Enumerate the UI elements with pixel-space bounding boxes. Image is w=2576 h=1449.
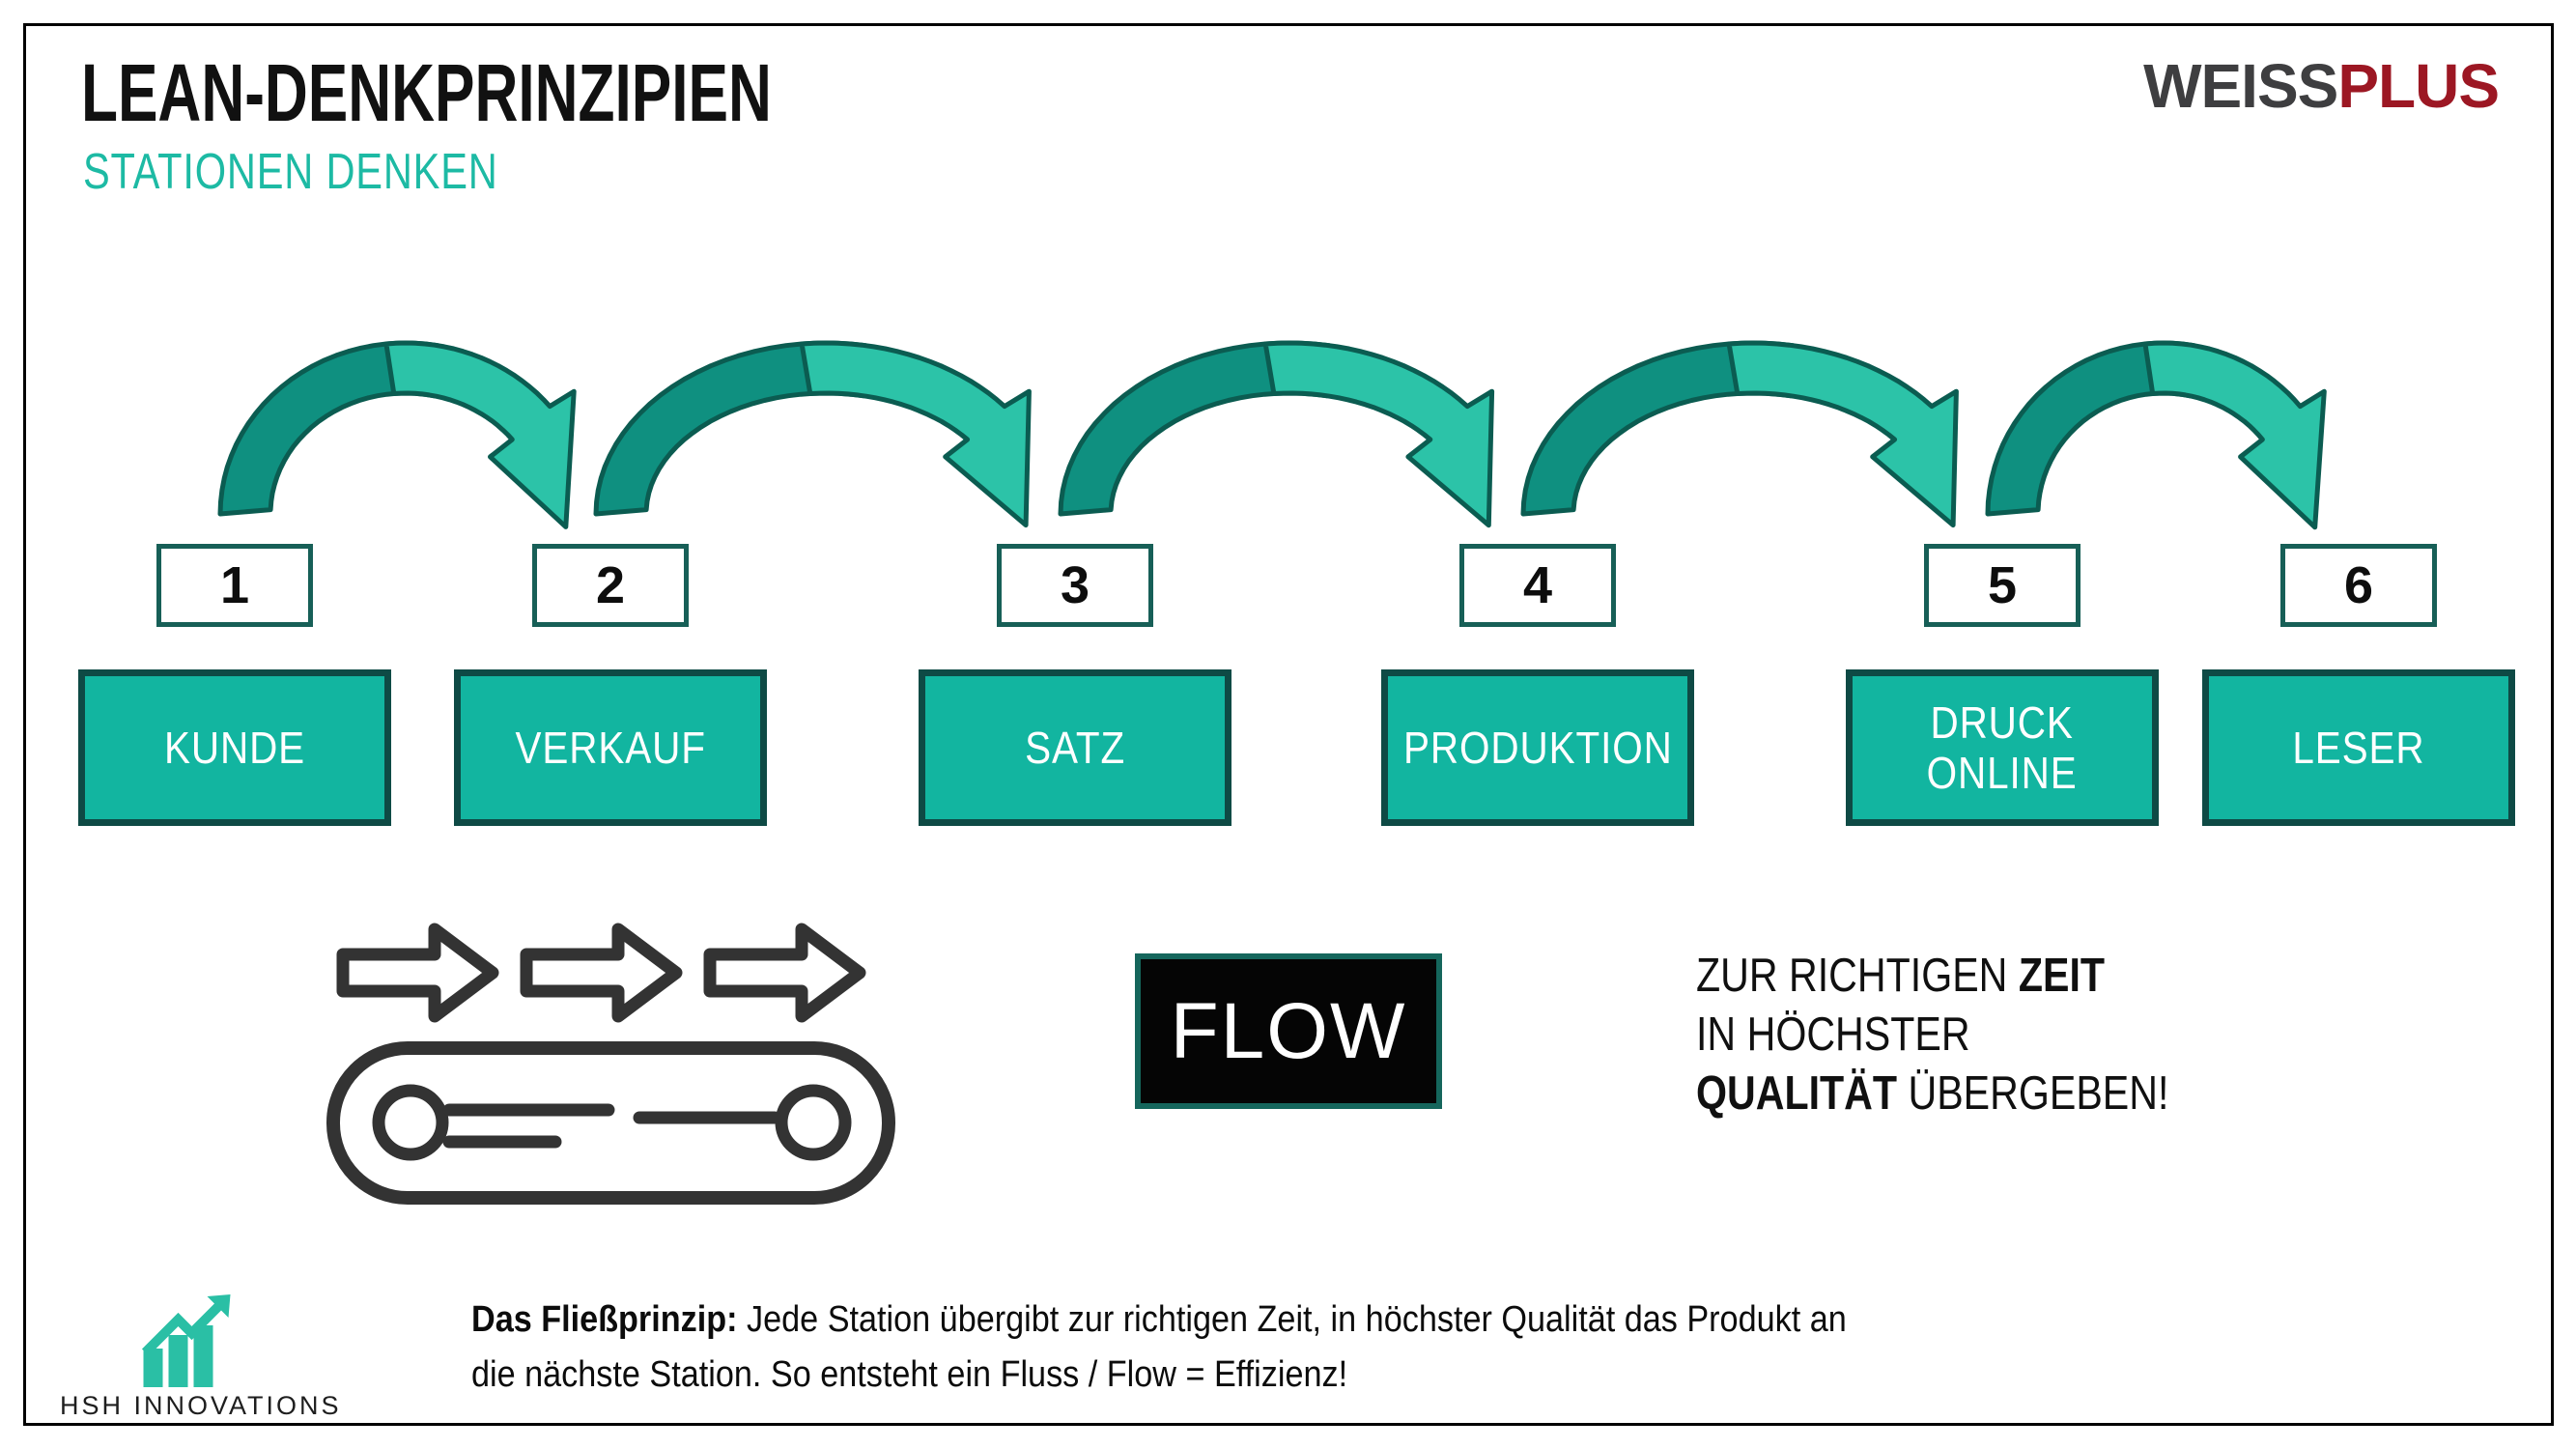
- station-number-box: 4: [1459, 544, 1616, 627]
- slide-title: LEAN-DENKPRINZIPIEN: [81, 47, 772, 138]
- station-number: 5: [1987, 556, 2018, 614]
- arch-arrow-segment: [593, 340, 868, 517]
- station-box: LESER: [2202, 669, 2515, 826]
- station-label: KUNDE: [163, 723, 306, 773]
- station-box: PRODUKTION: [1381, 669, 1694, 826]
- hsh-bar-chart-icon: [141, 1294, 231, 1387]
- arch-arrow-segment: [1726, 340, 1959, 528]
- station-number: 3: [1060, 556, 1090, 614]
- handover-line-1: ZUR RICHTIGEN ZEIT: [1696, 950, 2106, 1002]
- arch-arrow-segment: [799, 340, 1032, 528]
- station-box: SATZ: [919, 669, 1231, 826]
- slide-border: [23, 23, 2554, 1426]
- flow-box: FLOW: [1135, 953, 1442, 1109]
- station-number: 4: [1522, 556, 1553, 614]
- station-number: 2: [595, 556, 626, 614]
- brand-part-weiss: WEISS: [2143, 51, 2338, 121]
- weissplus-logo: WEISSPLUS: [2143, 50, 2500, 122]
- arch-arrow-segment: [1985, 340, 2197, 517]
- station-number-box: 2: [532, 544, 689, 627]
- handover-line-2: IN HÖCHSTER: [1696, 1009, 1970, 1061]
- station-number-box: 1: [156, 544, 313, 627]
- station-box: DRUCK ONLINE: [1846, 669, 2159, 826]
- station-number: 1: [219, 556, 250, 614]
- conveyor-belt-icon: [326, 923, 895, 1205]
- arch-arrow-segment: [1058, 340, 1332, 517]
- station-box: KUNDE: [78, 669, 391, 826]
- station-box: VERKAUF: [454, 669, 767, 826]
- station-number-box: 3: [997, 544, 1153, 627]
- slide-subtitle: STATIONEN DENKEN: [83, 144, 498, 200]
- flow-label: FLOW: [1170, 986, 1407, 1075]
- station-number-box: 6: [2280, 544, 2437, 627]
- handover-text: ZUR RICHTIGEN ZEIT IN HÖCHSTER QUALITÄT …: [1696, 947, 2168, 1123]
- hsh-innovations-label: HSH INNOVATIONS: [60, 1391, 342, 1420]
- arch-arrow-segment: [1262, 340, 1495, 528]
- station-label: PRODUKTION: [1402, 723, 1673, 773]
- arch-arrow-segment: [217, 340, 440, 517]
- handover-line-3: QUALITÄT ÜBERGEBEN!: [1696, 1067, 2169, 1120]
- footer-line-2: die nächste Station. So entsteht ein Flu…: [471, 1354, 1348, 1395]
- arch-arrow-segment: [383, 340, 577, 529]
- station-number-box: 5: [1924, 544, 2081, 627]
- station-label: LESER: [2292, 723, 2425, 773]
- arch-arrow-segment: [1520, 340, 1796, 517]
- station-number: 6: [2343, 556, 2374, 614]
- station-label: DRUCK ONLINE: [1926, 697, 2078, 798]
- brand-part-plus: PLUS: [2337, 51, 2500, 121]
- station-label: SATZ: [1025, 723, 1125, 773]
- footer-line-1: Das Fließprinzip: Jede Station übergibt …: [471, 1299, 1847, 1340]
- station-label: VERKAUF: [515, 723, 706, 773]
- footer-principle-text: Das Fließprinzip: Jede Station übergibt …: [471, 1293, 1847, 1403]
- arch-arrow-segment: [2142, 340, 2327, 530]
